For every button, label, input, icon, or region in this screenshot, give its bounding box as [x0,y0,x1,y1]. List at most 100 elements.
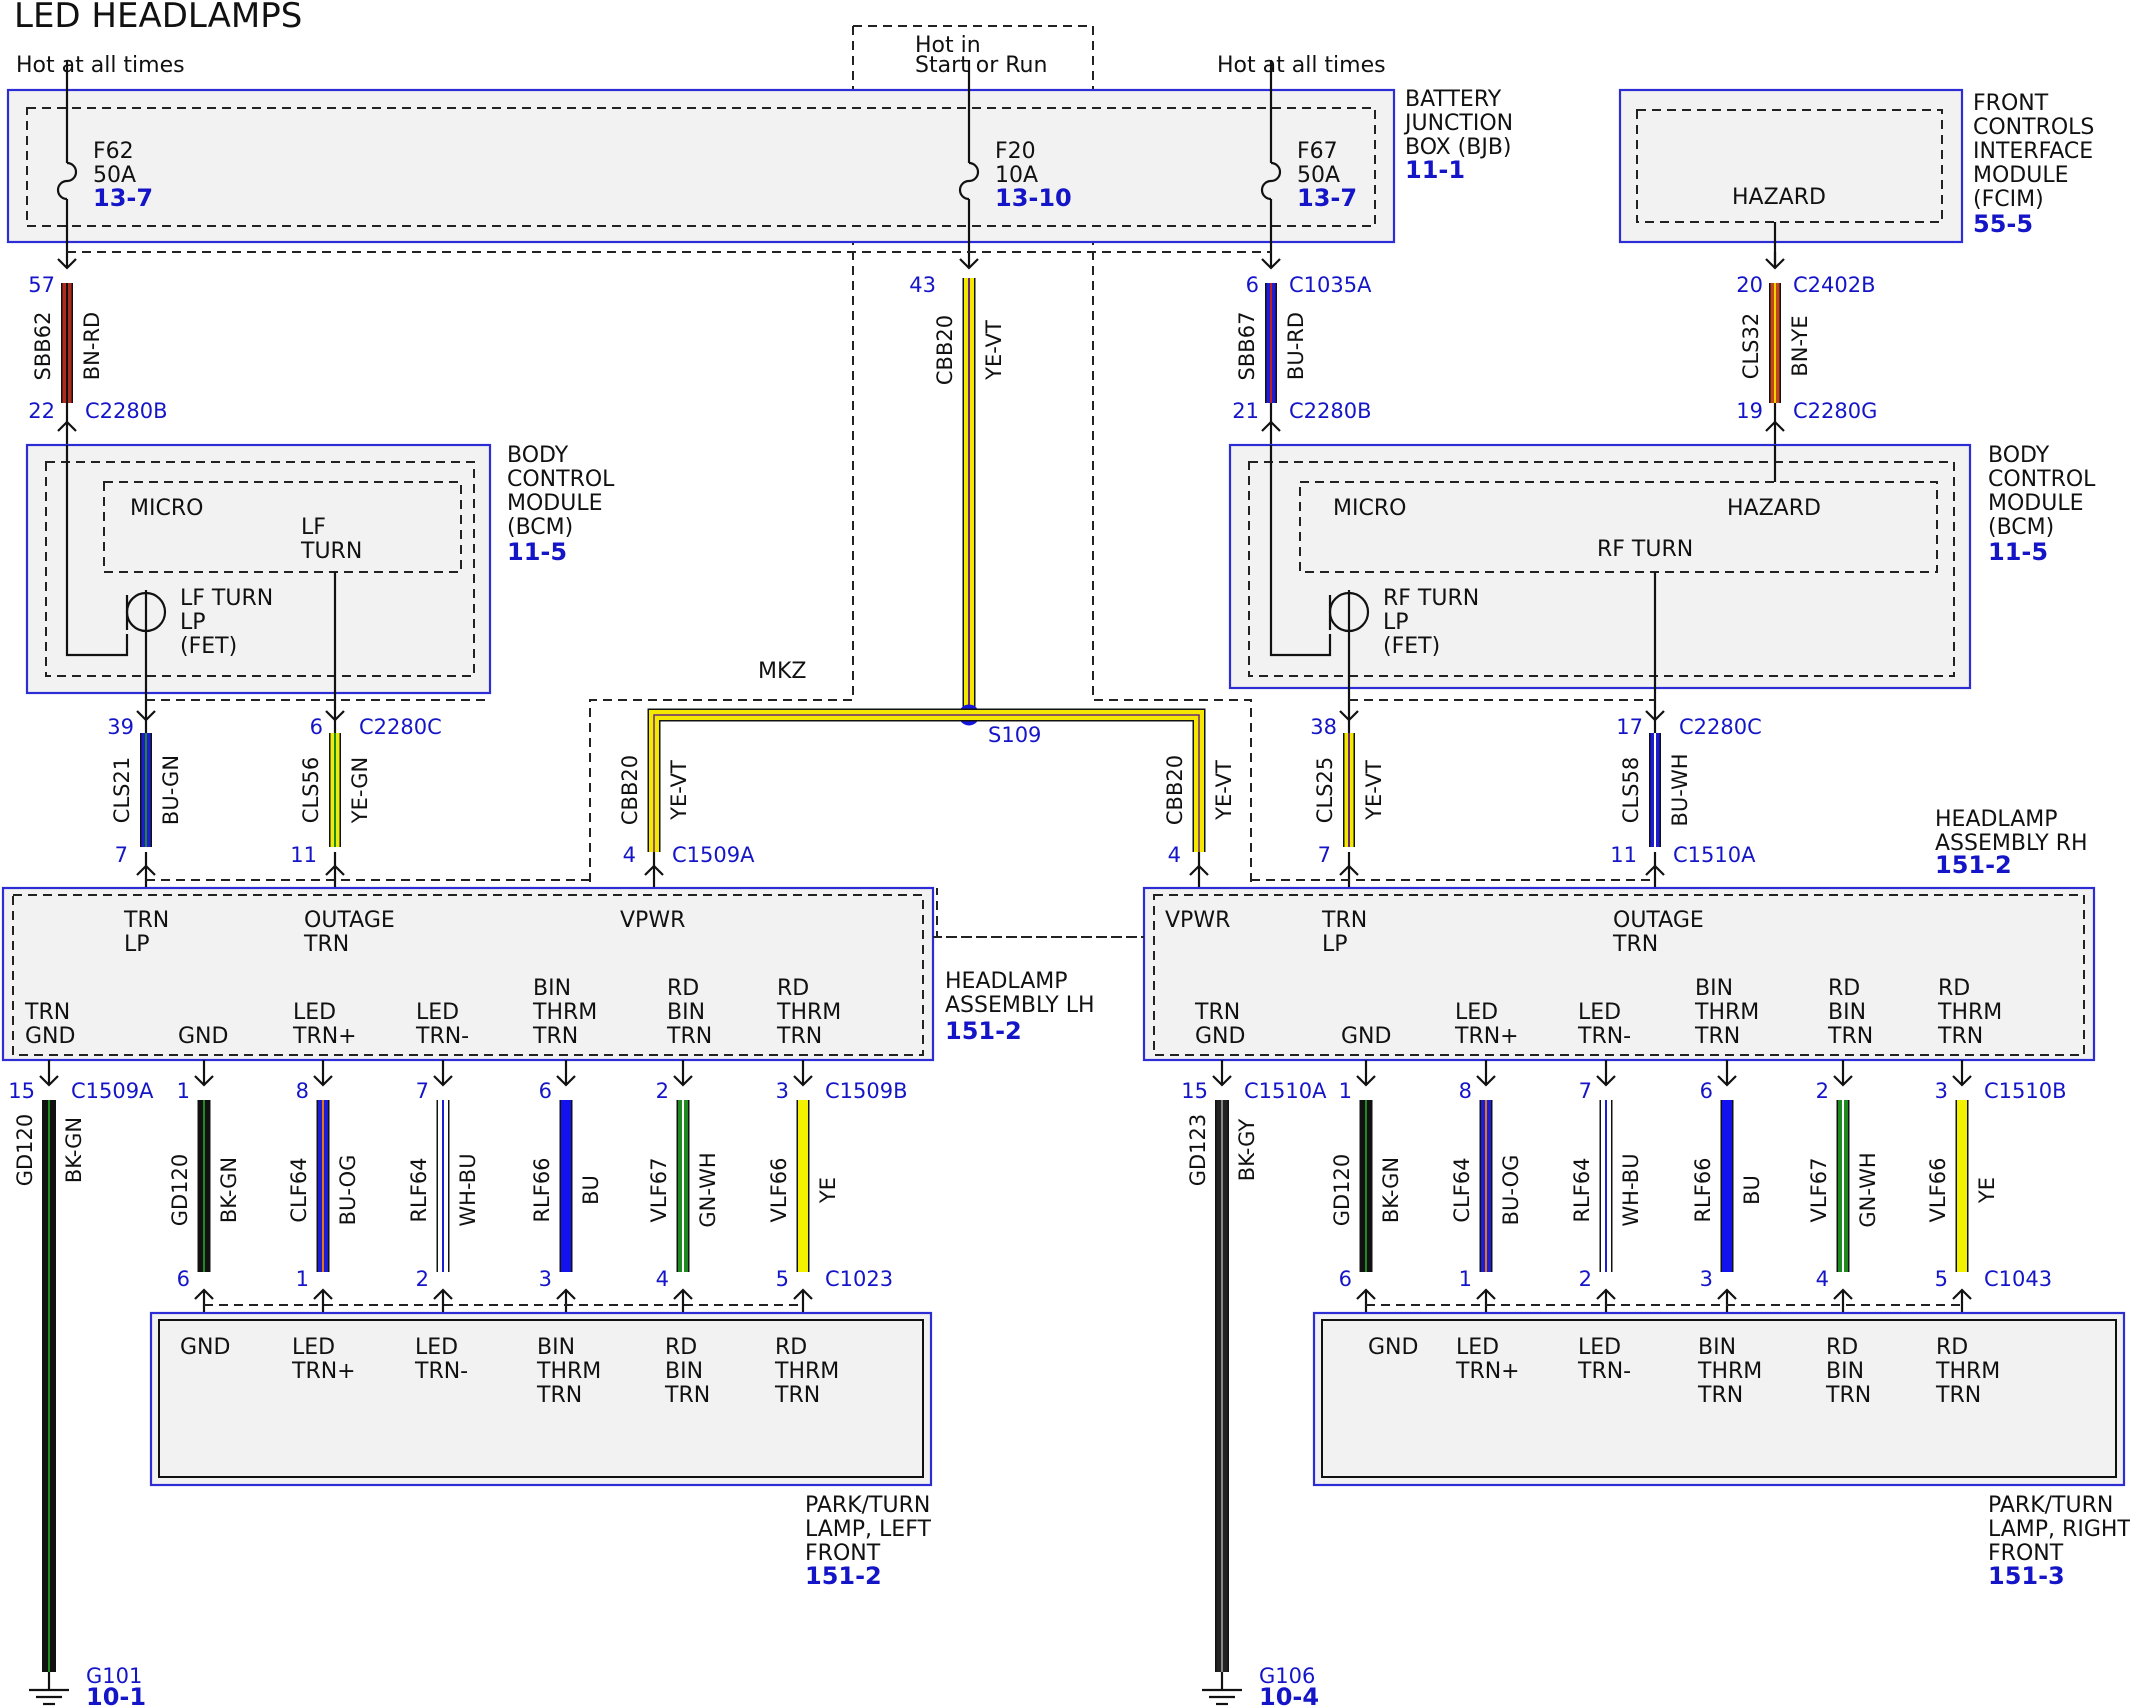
input-pin-label: OUTAGE [1613,908,1704,933]
ground-ref: 10-1 [86,1683,146,1707]
output-pin-label: RD [777,976,809,1001]
connector-id: C1023 [825,1267,893,1291]
bcm-ref: 11-5 [1988,538,2048,566]
wire-cbb20-left-outline [647,708,969,852]
bjb-name: JUNCTION [1403,111,1513,136]
wire-circuit: VLF66 [1926,1158,1950,1223]
lamp-pin-label: BIN [537,1335,575,1360]
output-pin-label: LED [1578,1000,1621,1025]
lamp-pin-label: BIN [1826,1359,1864,1384]
wire-color: GN-WH [696,1152,720,1227]
fcim-name: CONTROLS [1973,115,2094,140]
pin-number: 3 [776,1079,789,1103]
lamp-pin-label: TRN+ [291,1359,356,1384]
output-pin-label: BIN [533,976,571,1001]
pin-number: 1 [1459,1267,1472,1291]
output-pin-label: TRN [532,1024,578,1049]
connector-arrow [1476,1075,1496,1087]
lamp-pin-label: LED [292,1335,335,1360]
output-pin-label: THRM [776,1000,841,1025]
output-pin-label: LED [293,1000,336,1025]
output-pin-label: THRM [1937,1000,2002,1025]
pin-number: 5 [1935,1267,1948,1291]
lamp-pin-label: THRM [774,1359,839,1384]
fuse-id: F67 [1297,139,1338,164]
fuse-icon [958,161,980,201]
lamp-pin-label: GND [180,1335,230,1360]
wire-circuit: CLF64 [1450,1157,1474,1222]
output-pin-label: TRN- [1577,1024,1631,1049]
wire-circuit: GD120 [1330,1154,1354,1227]
bcm-name: (BCM) [1988,515,2054,540]
connector-id: C2280C [359,715,442,739]
output-pin-label: LED [1455,1000,1498,1025]
wire-color: BK-GN [217,1157,241,1223]
bjb-inner [26,107,1376,227]
wire-color: YE-VT [982,320,1006,381]
assembly-ref: 151-2 [945,1017,1022,1045]
wire-cbb20-left-stripe [653,714,969,852]
bcm-left-micro [103,481,462,573]
pin-number: 6 [310,715,323,739]
fcim-name: FRONT [1973,91,2049,116]
pin-number: 15 [1181,1079,1208,1103]
pin-number: 3 [1935,1079,1948,1103]
wire-color: BN-YE [1788,315,1812,376]
lamp-pin-label: LED [1578,1335,1621,1360]
connector-arrow [433,1075,453,1087]
connector-id: C1509A [672,843,755,867]
pin-number: 6 [1700,1079,1713,1103]
output-pin-label: TRN [1937,1024,1983,1049]
micro-label: MICRO [130,496,203,521]
pin-number: 6 [1339,1267,1352,1291]
pin-number: 3 [1700,1267,1713,1291]
wire-cbb20-left [649,710,969,852]
wire-color: BU [579,1175,603,1205]
lamp-pin-label: RD [1826,1335,1858,1360]
wire-color: YE-VT [1362,760,1386,821]
lamp-ref: 151-2 [805,1562,882,1590]
lamp-pin-label: LED [415,1335,458,1360]
wire-circuit: GD120 [13,1114,37,1187]
output-pin-label: TRN [24,1000,70,1025]
wire-color: BU-OG [336,1155,360,1226]
lamp-pin-label: RD [775,1335,807,1360]
lamp-name: PARK/TURN [1988,1493,2113,1518]
pin-number: 6 [539,1079,552,1103]
connector-arrow [1356,1075,1376,1087]
pin-number: 11 [1610,843,1637,867]
input-pin-label: VPWR [620,908,685,933]
connector-arrow [793,1075,813,1087]
wire-color: YE-GN [348,757,372,824]
output-pin-label: BIN [1695,976,1733,1001]
battery-junction-box [6,88,1396,244]
connector-id: C1509A [71,1079,154,1103]
wire-color: BU-WH [1668,753,1692,826]
pin-number: 19 [1736,399,1763,423]
output-pin-label: RD [1828,976,1860,1001]
wire-color: GN-WH [1856,1152,1880,1227]
wire-color: YE [816,1177,840,1204]
assembly-name: HEADLAMP [945,969,1068,994]
fcim-module [1618,88,1964,244]
lamp-pin-label: TRN [536,1383,582,1408]
pin-number: 57 [28,273,55,297]
input-pin-label: TRN [123,908,169,933]
pin-number: 2 [1816,1079,1829,1103]
rf-turn-label: RF TURN [1597,537,1693,562]
bcm-name: MODULE [1988,491,2084,516]
assembly-name: HEADLAMP [1935,807,2058,832]
ground-ref: 10-4 [1259,1683,1319,1707]
lamp-pin-label: THRM [1697,1359,1762,1384]
connector-arrow [1339,710,1359,722]
bcm-ref: 11-5 [507,538,567,566]
fet-label: (FET) [180,634,237,659]
ground-id: G106 [1259,1664,1315,1688]
connector-id: C1510A [1244,1079,1327,1103]
pin-number: 38 [1310,715,1337,739]
wire-circuit: VLF67 [1807,1158,1831,1223]
lamp-pin-label: LED [1456,1335,1499,1360]
pin-number: 5 [776,1267,789,1291]
fet-label: RF TURN [1383,586,1479,611]
